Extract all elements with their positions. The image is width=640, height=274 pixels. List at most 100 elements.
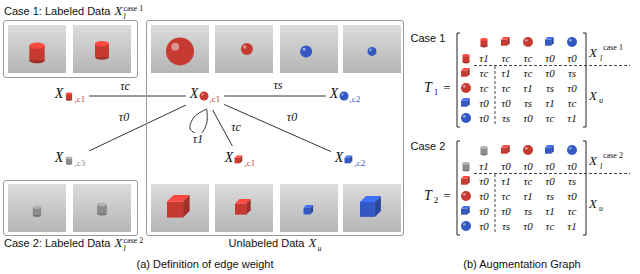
graph-edge xyxy=(224,96,326,97)
cube-icon xyxy=(545,145,554,154)
cube-icon xyxy=(461,176,470,185)
set-symbol: X xyxy=(308,235,316,250)
matrix-cell: τ0 xyxy=(545,67,554,79)
set-superscript: case 2 xyxy=(123,237,143,245)
cyl-icon xyxy=(463,54,470,63)
matrix-cell: τ0 xyxy=(479,190,488,202)
sph-icon xyxy=(300,45,312,57)
scene-image xyxy=(73,25,131,73)
sphere-highlight xyxy=(525,39,528,42)
scene-image xyxy=(343,184,401,232)
matrix-cell: τ0 xyxy=(567,52,576,64)
set-symbol: X xyxy=(114,3,122,18)
cylinder-top xyxy=(97,202,107,206)
matrix-cell: τc xyxy=(546,220,555,232)
cylinder-top xyxy=(66,92,72,95)
vertex-subscript: ,c3 xyxy=(74,158,85,168)
self-loop-edge xyxy=(190,109,207,134)
sphere-highlight xyxy=(171,43,179,51)
set-subscript: l xyxy=(600,55,602,64)
sphere-body xyxy=(523,145,533,155)
vertex-shape-icon xyxy=(234,155,244,165)
set-subscript: l xyxy=(600,163,602,172)
scene-image xyxy=(215,184,273,232)
cube-front xyxy=(461,209,467,215)
matrix-cell: τ1 xyxy=(523,190,532,202)
cube-side xyxy=(183,195,190,218)
matrix-cell: τ0 xyxy=(501,205,510,217)
sphere-body xyxy=(567,145,577,155)
split-line xyxy=(474,65,630,66)
vertex-symbol: X xyxy=(190,86,199,101)
sph-icon xyxy=(567,37,577,47)
matrix-cell: τs xyxy=(568,67,576,79)
sphere-highlight xyxy=(302,48,305,51)
matrix-cell: τs xyxy=(568,175,576,187)
case-label: Case 2 xyxy=(411,140,446,152)
vertex-shape-icon xyxy=(64,91,74,101)
sphere-body xyxy=(300,45,312,57)
matrix-name: T xyxy=(424,80,432,95)
vertex-shape-icon xyxy=(339,91,349,101)
set-subscript: u xyxy=(317,245,321,253)
matrix-cell: τ0 xyxy=(479,112,488,124)
cube-icon xyxy=(167,195,190,218)
sph-icon xyxy=(461,221,471,231)
sphere-highlight xyxy=(243,45,246,48)
sph-icon xyxy=(461,83,471,93)
matrix-cell: τs xyxy=(524,97,532,109)
set-subscript: u xyxy=(599,97,603,106)
scene-background xyxy=(215,25,273,73)
matrix-cell: τ1 xyxy=(567,220,576,232)
scene-background xyxy=(215,184,273,232)
sphere-highlight xyxy=(202,93,205,96)
cyl-icon xyxy=(66,92,72,100)
vertex-symbol: X xyxy=(330,86,339,101)
scene-background xyxy=(8,25,66,73)
sphere-body xyxy=(200,92,209,101)
graph-edge xyxy=(89,105,186,151)
graph-edge xyxy=(89,96,186,97)
matrix-cell: τ1 xyxy=(501,67,510,79)
scene-image xyxy=(8,184,66,232)
cyl-icon xyxy=(481,146,488,155)
vertex-subscript: ,c2 xyxy=(354,158,365,168)
set-symbol: X xyxy=(589,154,597,168)
cube-icon xyxy=(360,196,381,217)
vertex-shape-icon xyxy=(199,91,209,101)
matrix-cell: τ0 xyxy=(545,52,554,64)
sph-icon xyxy=(461,113,471,123)
cube-front xyxy=(304,208,311,215)
matrix-cell: τ1 xyxy=(545,205,554,217)
matrix-cell: τc xyxy=(524,67,533,79)
split-line xyxy=(495,174,496,233)
cube-icon xyxy=(501,37,510,46)
matrix-cell: τc xyxy=(568,205,577,217)
matrix-bracket xyxy=(583,141,586,235)
cube-front xyxy=(545,40,551,46)
edge-weight: τ0 xyxy=(286,111,298,124)
set-symbol: X xyxy=(589,197,597,211)
box-heading: Case 1: Labeled DataXcase 1l xyxy=(4,4,143,21)
cylinder-top xyxy=(481,38,488,41)
matrix-cell: τ0 xyxy=(523,112,532,124)
cylinder-top xyxy=(481,146,488,149)
equals-sign: = xyxy=(443,189,450,203)
matrix-cell: τc xyxy=(524,175,533,187)
cyl-icon xyxy=(97,202,107,215)
set-scripts: u xyxy=(317,245,321,253)
matrix-cell: τ0 xyxy=(479,175,488,187)
vertex-symbol: X xyxy=(335,150,344,165)
cube-side xyxy=(375,196,381,217)
matrix-bracket xyxy=(457,33,460,127)
cube-side xyxy=(467,206,470,215)
equals-sign: = xyxy=(443,81,450,95)
sph-icon xyxy=(461,191,471,201)
graph-vertex: X,c3 xyxy=(53,148,87,172)
matrix-cell: τs xyxy=(502,112,510,124)
cube-front xyxy=(545,148,551,154)
cube-front xyxy=(360,202,375,217)
subfigure-caption: (a) Definition of edge weight xyxy=(137,258,274,270)
